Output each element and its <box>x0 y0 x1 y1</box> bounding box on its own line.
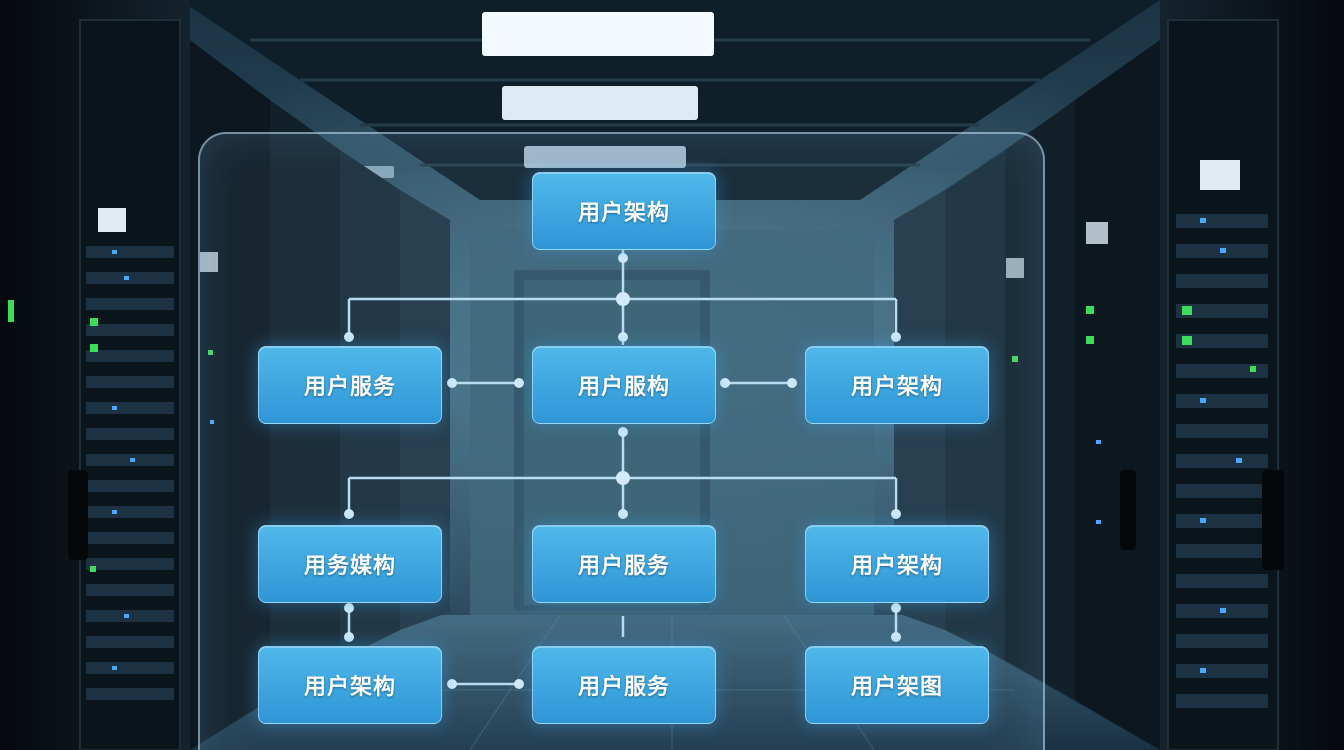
node-mid-left: 用户服务 <box>258 346 442 424</box>
node-row3-left: 用务媒构 <box>258 525 442 603</box>
ceiling-light <box>524 146 686 168</box>
node-row4-right: 用户架图 <box>805 646 989 724</box>
node-row4-left: 用户架构 <box>258 646 442 724</box>
ceiling-light <box>482 12 714 56</box>
node-row3-right: 用户架构 <box>805 525 989 603</box>
node-mid-center: 用户服构 <box>532 346 716 424</box>
node-row3-center: 用户服务 <box>532 525 716 603</box>
node-row4-center: 用户服务 <box>532 646 716 724</box>
node-mid-right: 用户架构 <box>805 346 989 424</box>
ceiling-light <box>502 86 698 120</box>
node-top: 用户架构 <box>532 172 716 250</box>
